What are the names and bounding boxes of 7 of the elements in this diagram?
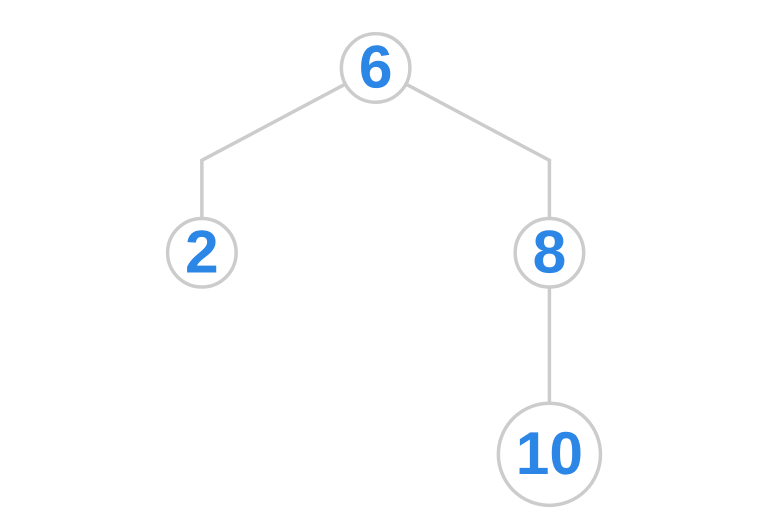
tree-node-circle: 8 (513, 216, 586, 289)
tree-edge-line (200, 82, 346, 218)
tree-node-circle: 10 (496, 402, 602, 508)
tree-node-circle: 2 (166, 216, 238, 289)
tree-edge-line (405, 82, 552, 218)
tree-edge-line (548, 287, 552, 404)
tree-node-circle: 6 (340, 32, 412, 104)
